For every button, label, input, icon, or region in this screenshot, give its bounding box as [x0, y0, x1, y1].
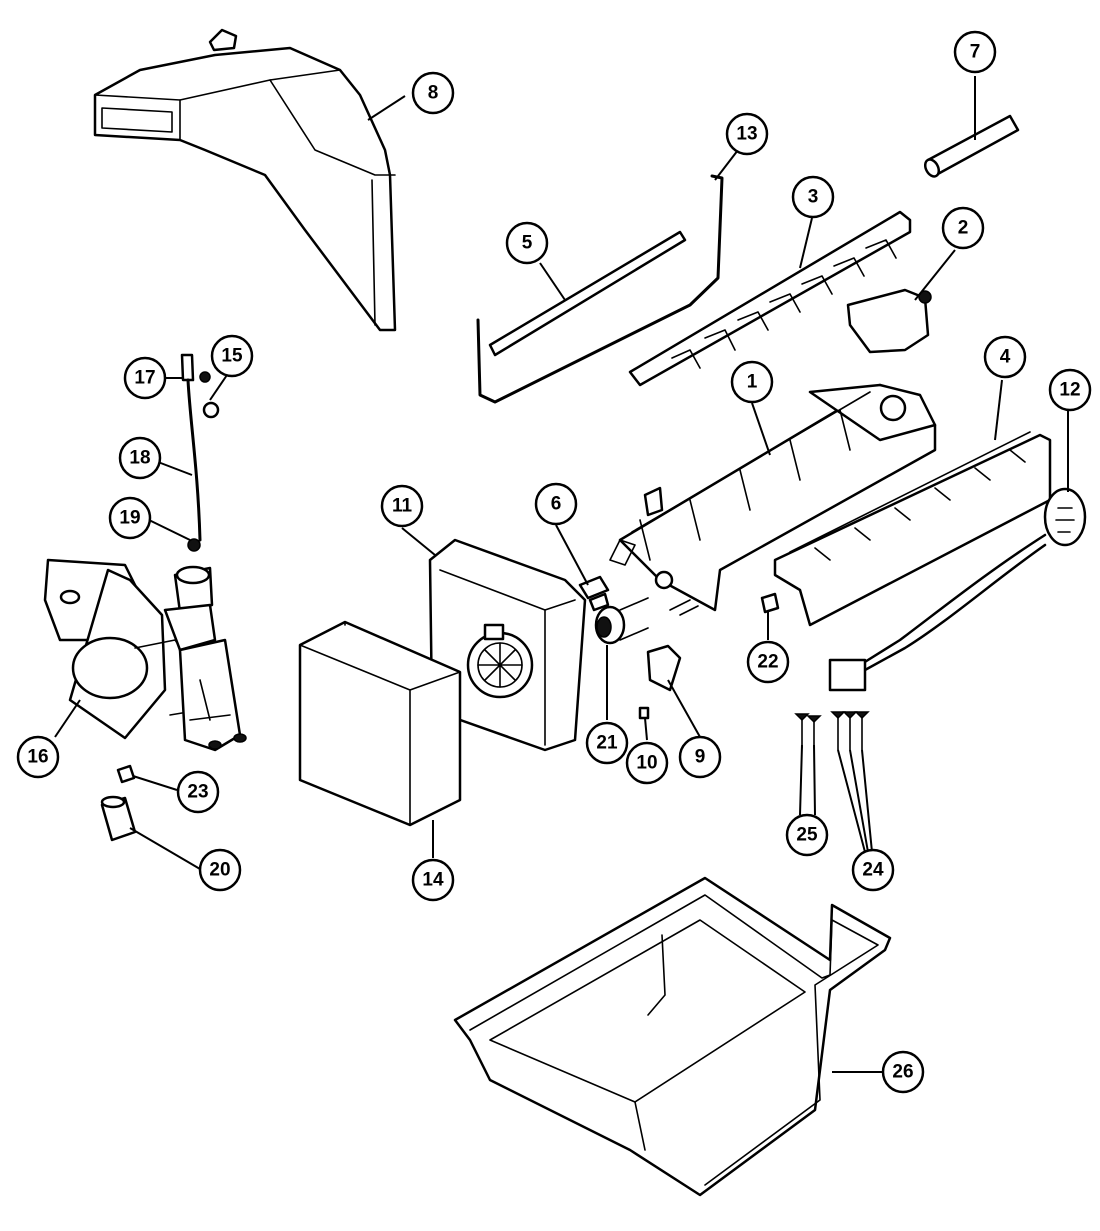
- callout-4: 4: [983, 335, 1027, 379]
- leader-18: [157, 461, 193, 476]
- callout-9: 9: [678, 735, 722, 779]
- callout-15: 15: [210, 334, 254, 378]
- callout-12-label: 12: [1059, 380, 1080, 401]
- callout-8-label: 8: [428, 83, 439, 104]
- leader-9: [667, 679, 701, 738]
- callout-16-label: 16: [27, 747, 48, 768]
- callout-24: 24: [851, 848, 895, 892]
- leader-10: [644, 717, 648, 741]
- callout-13-label: 13: [736, 124, 757, 145]
- callout-24-label: 24: [862, 860, 884, 881]
- callout-10-label: 10: [636, 753, 657, 774]
- callout-7: 7: [953, 30, 997, 74]
- callout-10: 10: [625, 741, 669, 785]
- callout-16: 16: [16, 735, 60, 779]
- part-thermostat: [578, 539, 636, 612]
- part-clip: [760, 592, 780, 614]
- callout-18-label: 18: [129, 448, 150, 469]
- callout-26-label: 26: [892, 1062, 913, 1083]
- callout-17: 17: [123, 356, 167, 400]
- callout-20-label: 20: [209, 860, 230, 881]
- leader-3: [799, 217, 813, 269]
- callout-25: 25: [785, 813, 829, 857]
- part-control-module: [428, 538, 587, 752]
- part-water-valve: [43, 558, 247, 752]
- callout-15-label: 15: [221, 346, 243, 367]
- callout-14: 14: [411, 858, 455, 902]
- part-module-cover: [298, 620, 462, 827]
- leader-4: [994, 379, 1003, 441]
- part-tube: [923, 114, 1020, 178]
- callout-11-label: 11: [392, 496, 413, 517]
- callout-4-label: 4: [1000, 347, 1011, 368]
- callout-11: 11: [380, 484, 424, 528]
- callout-5: 5: [505, 221, 549, 265]
- callout-26: 26: [881, 1050, 925, 1094]
- leader-13: [714, 149, 739, 181]
- callout-21-label: 21: [596, 733, 618, 754]
- callout-18: 18: [118, 436, 162, 480]
- part-rod: [488, 230, 687, 357]
- callout-23: 23: [176, 770, 220, 814]
- part-motor-gear: [594, 597, 649, 645]
- leader-5: [539, 262, 566, 301]
- callout-3-label: 3: [808, 187, 819, 208]
- leader-2: [914, 249, 956, 301]
- leader-8: [367, 95, 406, 121]
- callout-8: 8: [411, 71, 455, 115]
- callout-14-label: 14: [422, 870, 444, 891]
- callout-19: 19: [108, 496, 152, 540]
- leader-lines: [54, 76, 1069, 1073]
- callout-9-label: 9: [695, 747, 706, 768]
- callout-2: 2: [941, 206, 985, 250]
- callout-12: 12: [1048, 368, 1092, 412]
- callout-20: 20: [198, 848, 242, 892]
- callout-3: 3: [791, 175, 835, 219]
- leader-11: [401, 527, 436, 556]
- part-screws: [794, 711, 870, 751]
- part-mold: [618, 383, 937, 612]
- callout-22-label: 22: [757, 652, 778, 673]
- part-stripper: [773, 431, 1052, 627]
- callout-1-label: 1: [747, 372, 758, 393]
- part-lever: [846, 288, 932, 354]
- callout-5-label: 5: [522, 233, 533, 254]
- leader-25: [799, 744, 816, 816]
- callout-6-label: 6: [551, 494, 562, 515]
- callout-13: 13: [725, 112, 769, 156]
- callout-17-label: 17: [134, 368, 155, 389]
- leader-23: [132, 775, 178, 791]
- callout-22: 22: [746, 640, 790, 684]
- leader-19: [148, 519, 191, 541]
- part-ice-bin: [453, 876, 892, 1197]
- leader-15: [209, 374, 228, 401]
- leader-16: [54, 699, 81, 738]
- leader-6: [555, 524, 589, 586]
- callout-19-label: 19: [119, 508, 140, 529]
- callout-6: 6: [534, 482, 578, 526]
- leader-20: [129, 827, 201, 870]
- callout-21: 21: [585, 721, 629, 765]
- part-fill-chute: [93, 28, 397, 332]
- leader-1: [751, 402, 771, 456]
- part-inlet-tube: [180, 353, 220, 552]
- leader-24: [837, 749, 873, 853]
- part-shutoff-arm: [476, 174, 724, 404]
- callout-1: 1: [730, 360, 774, 404]
- part-cam: [638, 599, 699, 720]
- callout-2-label: 2: [958, 218, 969, 239]
- callout-23-label: 23: [187, 782, 208, 803]
- callout-7-label: 7: [970, 42, 981, 63]
- part-valve-nut: [100, 764, 137, 842]
- part-wire-harness: [828, 487, 1087, 692]
- part-ejector: [628, 210, 912, 387]
- callout-25-label: 25: [796, 825, 818, 846]
